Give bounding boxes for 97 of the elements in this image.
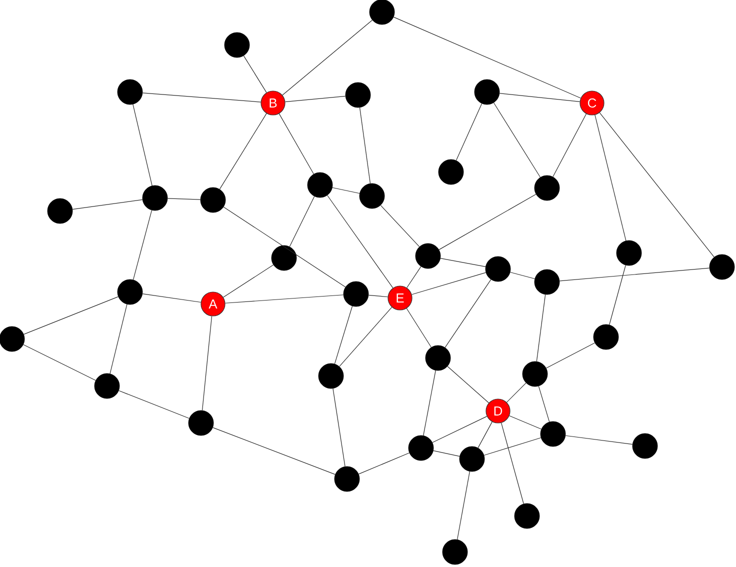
node-dot [142,185,168,211]
labeled-node: A [200,292,226,316]
edge-line [282,20,373,96]
edge-line [406,308,432,348]
node-dot [117,279,143,305]
edge-line [224,294,344,304]
edge-line [510,272,536,280]
edge-line [559,268,710,282]
edge-line [457,471,470,540]
edge-line [536,294,546,362]
edge-line [219,113,267,190]
node-dot [318,363,344,389]
node-dot [408,435,434,461]
edge-line [499,93,580,102]
node-dot [632,433,658,459]
node-dot [94,373,120,399]
edge-line [23,344,96,381]
node-dot [442,539,468,565]
edge-line [538,386,550,422]
node-dot [514,503,540,529]
node-dot [522,361,548,387]
edge-line [132,104,152,186]
node-dot [593,324,619,350]
node-dot [343,281,369,307]
edge-line [332,388,346,467]
node-dot [359,183,385,209]
edge-line [243,56,267,93]
node-dot [459,446,485,472]
edge-line [327,195,394,288]
node-dot [188,410,214,436]
edge-line [24,296,118,335]
edge-line [167,198,201,200]
node-dot [709,254,735,280]
labeled-node: C [580,90,604,116]
edge-line [484,437,542,456]
labeled-node: B [260,90,286,116]
edge-line [565,435,633,445]
node-dot [616,240,642,266]
edge-line [599,112,714,258]
edge-line [456,103,482,161]
node-dot [534,175,560,201]
edge-line [223,206,346,288]
node-dot [540,421,566,447]
edge-line [380,204,420,248]
node-dot [334,466,360,492]
edge-line [332,187,360,194]
edge-line [289,196,315,247]
edge-line [440,258,486,267]
labeled-node: E [388,286,412,310]
edge-line [478,422,492,448]
edge-line [506,382,526,403]
edge-line [202,316,212,411]
edge-line [278,113,314,174]
node-dot [224,32,250,58]
edge-line [447,366,490,404]
node-dot [534,269,560,295]
edge-line [118,390,190,419]
edge-line [493,102,541,178]
edge-line [609,264,626,326]
node-dot [425,345,451,371]
edge-line [223,264,274,298]
node-dot [200,187,226,213]
edge-line [444,279,492,348]
node-dot [438,159,464,185]
edge-line [594,114,626,241]
node-dot [345,82,371,108]
edge-line [546,342,596,368]
node-dot [307,172,333,198]
edge-line [406,266,422,288]
edge-line [110,304,128,374]
edge-line [339,306,392,367]
edge-line [284,96,346,102]
edge-line [552,114,587,178]
node-dot [47,198,73,224]
edge-line [359,107,371,184]
node-dot [271,245,297,271]
edge-line [358,452,410,474]
edge-line [423,370,436,436]
edge-line [212,427,336,475]
edge-line [433,450,460,457]
node-dot [485,256,511,282]
edge-line [500,422,524,504]
node-dot [474,79,500,105]
node-dot [117,79,143,105]
node-dot [415,243,441,269]
edge-line [142,294,202,303]
edge-line [509,415,542,430]
edge-line [72,199,143,210]
edge-line [142,92,262,102]
edge-line [432,416,488,443]
edge-line [132,210,152,280]
edge-line [334,306,353,364]
edge-line [393,16,582,98]
edge-line [438,194,536,250]
labeled-node: D [486,398,510,424]
edge-line [412,272,486,295]
edge-line [368,294,388,298]
